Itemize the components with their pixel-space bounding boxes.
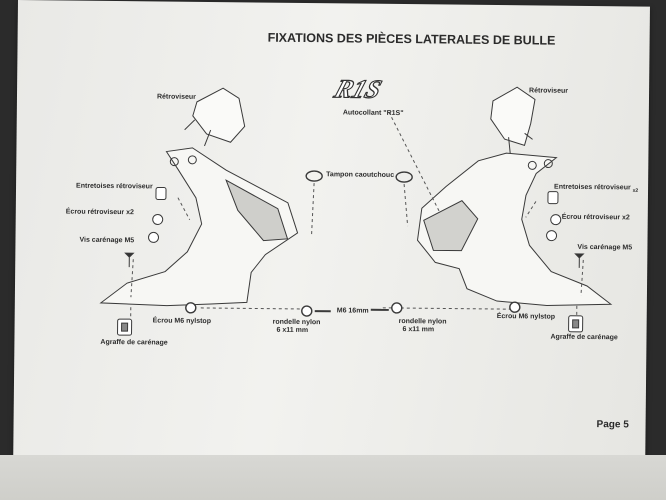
left-mirror-nut-1 [152,213,164,225]
left-mirror-part [192,87,246,143]
label-ecrou-retro-right: Écrou rétroviseur x2 [561,213,630,222]
right-inner-shade [423,200,479,252]
left-nylon-washer [301,305,313,317]
right-mirror-nut-1 [550,214,562,226]
right-mirror-stud-1 [524,132,533,140]
label-entretoises-left: Entretoises rétroviseur [76,182,153,191]
right-spacer [547,191,559,205]
left-screw-m5 [124,252,135,268]
left-spacer [155,186,167,201]
manual-page: R1S FIXATIONS DES PIÈCES LATERALES DE BU… [13,0,650,462]
left-m6-nut [185,302,197,314]
next-page-edge [0,455,666,500]
right-mirror-stud-2 [508,137,511,156]
right-side-panel [416,152,613,307]
right-nylon-washer [391,302,403,314]
label-ecrou-m6-left: Écrou M6 nylstop [152,317,212,326]
label-vis-left: Vis carénage M5 [79,236,135,245]
right-screw-m5 [574,253,585,268]
label-rondelle-right-size: 6 x11 mm [402,326,435,334]
left-mirror-stud-2 [204,129,212,147]
right-m6-nut [509,301,521,313]
label-rondelle-left-size: 6 x11 mm [276,326,309,335]
label-ecrou-m6-right: Écrou M6 nylstop [496,313,556,321]
left-mirror-nut-2 [148,231,160,243]
label-vis-right: Vis carénage M5 [577,243,633,252]
left-inner-shade [225,179,289,242]
exploded-diagram: R1S [99,73,613,336]
label-ecrou-retro-left: Écrou rétroviseur x2 [65,208,134,217]
right-mirror-nut-2 [546,230,558,242]
page-number: Page 5 [596,419,629,431]
left-mirror-stud-1 [184,119,196,131]
label-entretoises-right: Entretoises rétroviseur x2 [554,184,638,194]
label-entretoises-right-text: Entretoises rétroviseur [554,183,631,192]
right-mirror-part [490,86,536,146]
label-agrafe-right: Agraffe de carénage [550,333,618,342]
rubber-pad-right [395,171,413,183]
label-rondelle-left: rondelle nylon [272,318,321,327]
label-agrafe-left: Agraffe de carénage [100,338,168,347]
label-tampon: Tampon caoutchouc [326,171,395,179]
label-retroviseur-left: Rétroviseur [156,93,196,101]
svg-text:R1S: R1S [330,74,386,104]
label-entretoises-right-qty: x2 [632,187,639,194]
label-rondelle-right: rondelle nylon [398,318,447,326]
label-autocollant: Autocollant "R1S" [342,109,404,118]
rubber-pad-left [305,170,323,182]
r1s-logo: R1S [329,73,386,104]
label-retroviseur-right: Rétroviseur [529,87,569,95]
label-m6: M6 16mm [336,307,369,315]
